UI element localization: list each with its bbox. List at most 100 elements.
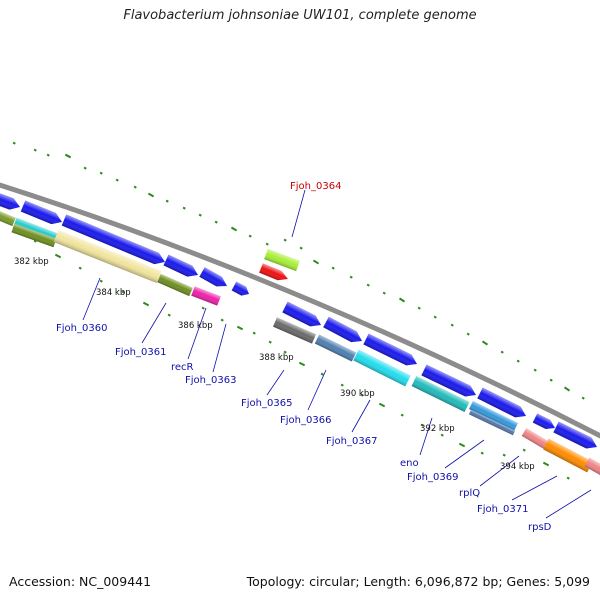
tick-mark [349,275,353,279]
tick-mark [549,378,553,382]
tick-mark [516,359,520,363]
tick-mark [522,448,526,452]
label-leader-line [141,302,167,344]
gene-label[interactable]: Fjoh_0363 [185,375,236,386]
tick-mark [133,185,137,189]
label-leader-line [545,489,592,519]
tick-mark [440,433,444,437]
label-leader-line [82,277,101,321]
label-leader-line [444,439,485,469]
label-leader-line [419,417,433,456]
gene-label[interactable]: rplQ [459,488,480,499]
gene-label[interactable]: Fjoh_0369 [407,472,458,483]
tick-mark [167,313,171,317]
gene-feature[interactable] [20,200,65,227]
gene-label[interactable]: Fjoh_0365 [241,398,292,409]
gene-feature[interactable] [53,229,162,284]
tick-mark [382,291,386,295]
tick-mark [265,242,269,246]
tick-mark [400,413,404,417]
gene-feature[interactable] [353,349,411,387]
label-leader-line [187,307,207,360]
kbp-label: 394 kbp [500,462,535,472]
gene-label[interactable]: Fjoh_0364 [290,181,341,192]
tick-mark [64,153,72,159]
tick-mark [248,234,252,238]
tick-mark [398,297,406,303]
tick-mark [360,393,364,397]
tick-mark [533,368,537,372]
tick-mark [99,171,103,175]
tick-mark [182,206,186,210]
kbp-label: 382 kbp [14,257,49,267]
tick-mark [121,290,125,294]
gene-feature[interactable] [477,387,528,422]
tick-mark [83,166,87,170]
label-leader-line [266,369,285,396]
gene-label[interactable]: rpsD [528,522,552,533]
gene-feature[interactable] [0,192,22,212]
gene-feature[interactable] [157,273,193,297]
tick-mark [214,220,218,224]
tick-mark [542,461,550,467]
tick-mark [46,153,50,157]
tick-mark [299,246,303,250]
gene-feature[interactable] [411,376,470,412]
kbp-label: 384 kbp [96,288,131,298]
gene-feature[interactable] [468,409,516,436]
gene-feature[interactable] [282,301,323,331]
kbp-label: 388 kbp [259,353,294,363]
gene-feature[interactable] [273,317,316,344]
tick-mark [502,453,506,457]
tick-mark [268,340,272,344]
gene-feature[interactable] [231,281,252,299]
label-leader-line [479,455,520,487]
tick-mark [480,451,484,455]
kbp-label: 386 kbp [178,321,213,331]
gene-feature[interactable] [163,254,200,281]
kbp-label: 390 kbp [340,389,375,399]
gene-fjoh-0364-feature[interactable] [259,263,290,283]
tick-mark [99,279,103,283]
gene-feature[interactable] [421,364,478,401]
gene-label[interactable]: recR [171,362,194,373]
tick-mark [298,361,306,367]
tick-mark [198,213,202,217]
gene-label[interactable]: Fjoh_0366 [280,415,331,426]
gene-label[interactable]: Fjoh_0371 [477,504,528,515]
kbp-label: 392 kbp [420,424,455,434]
label-leader-line [291,189,306,238]
gene-feature[interactable] [553,421,599,453]
gene-feature[interactable] [11,223,57,248]
gene-label[interactable]: Fjoh_0361 [115,347,166,358]
gene-label[interactable]: eno [400,458,419,469]
gene-feature[interactable] [0,209,16,227]
tick-mark [417,306,421,310]
tick-mark [252,331,256,335]
tick-mark [458,442,466,448]
tick-mark [481,340,489,346]
gene-feature[interactable] [543,438,593,473]
gene-feature[interactable] [532,413,557,433]
gene-feature[interactable] [199,267,229,291]
gene-feature[interactable] [314,334,357,362]
gene-feature[interactable] [323,316,365,347]
tick-mark [33,148,37,152]
tick-mark [312,259,320,265]
gene-feature[interactable] [61,214,168,267]
gene-label[interactable]: Fjoh_0360 [56,323,107,334]
gene-feature[interactable] [469,400,518,432]
tick-mark [78,266,82,270]
tick-mark [366,283,370,287]
accession-text: Accession: NC_009441 [9,574,152,589]
gene-feature[interactable] [191,286,221,306]
tick-mark [147,192,155,198]
gene-feature[interactable] [521,428,549,449]
gene-feature[interactable] [363,333,419,370]
tick-mark [466,332,470,336]
gene-label[interactable]: Fjoh_0367 [326,436,377,447]
label-leader-line [511,475,558,501]
gene-fjoh-0364-feature[interactable] [264,248,300,272]
gene-feature[interactable] [584,457,600,477]
